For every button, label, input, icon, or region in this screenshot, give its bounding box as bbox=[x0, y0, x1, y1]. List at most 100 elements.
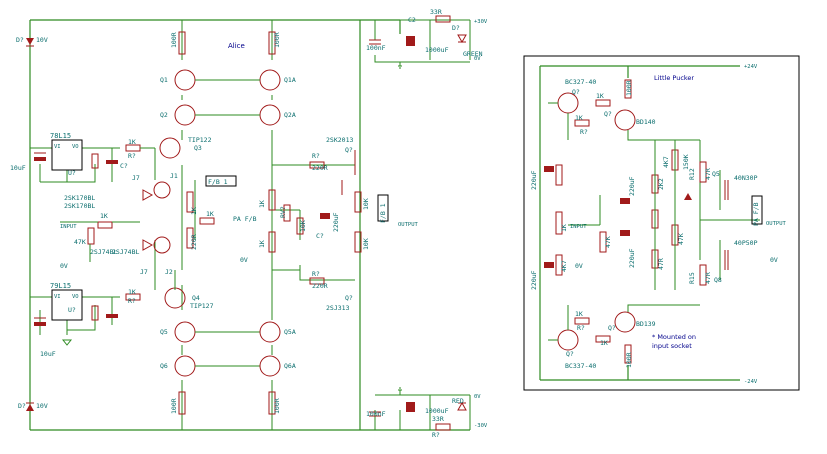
q5-ref: Q5 bbox=[160, 328, 168, 336]
q8-pucker-ref: Q8 bbox=[714, 276, 722, 284]
jfet-top-val2: 2SK170BL bbox=[64, 202, 95, 210]
q-gate-top-ref: Q? bbox=[345, 146, 353, 154]
r-4k7-mid-val: 4K7 bbox=[662, 156, 670, 168]
q7-top-ref: Q? bbox=[572, 88, 580, 96]
r-2k2-val: 2K2 bbox=[657, 178, 665, 190]
q-top-ref: Q? bbox=[604, 110, 612, 118]
q5-pucker-val: 40N30P bbox=[734, 174, 758, 182]
j7-top-ref: J7 bbox=[132, 174, 140, 182]
r-10k-val: 10K bbox=[362, 198, 370, 210]
rail-gnd-b: 0V bbox=[474, 394, 481, 400]
pucker-top-stage: BC327-40 Q? 1K 1K R? Q? BD140 100R bbox=[548, 78, 701, 190]
c-mid-val: 220uF bbox=[628, 176, 636, 196]
r-150k-val: 150K bbox=[682, 154, 690, 170]
r15-val: 47R bbox=[704, 272, 712, 284]
reg-bot-c-val: 10uF bbox=[40, 350, 56, 358]
alice-jfet-section: F/B 1 J7 J1 J7 J2 2SK170BL 2SK170BL 2SJ7… bbox=[60, 147, 257, 290]
rv-val: 10K bbox=[299, 220, 307, 232]
r-mid-val: 1K bbox=[190, 207, 198, 215]
r12-val: 47R bbox=[704, 168, 712, 180]
r-q1a-val: 100R bbox=[273, 32, 281, 48]
r-q6-val: 100R bbox=[170, 398, 178, 414]
rail-neg: -30V bbox=[474, 423, 488, 429]
pucker-rail-pos: +24V bbox=[744, 64, 758, 70]
r-g-bot-ref: R? bbox=[312, 270, 320, 278]
bottom-supply: 100nF 1000uF 33R R? RED -30V 0V bbox=[366, 387, 488, 439]
c-mid2-val: 220uF bbox=[628, 248, 636, 268]
reg-bot-vi: VI bbox=[54, 294, 61, 300]
pucker-rail-neg: -24V bbox=[744, 379, 758, 385]
reg-bot-r-ref: R? bbox=[128, 297, 136, 305]
bot-c1-val: 100nF bbox=[366, 410, 386, 418]
rail-pos: +30V bbox=[474, 19, 488, 25]
reg-bot-r-val: 1K bbox=[128, 288, 136, 296]
top-pair-right: 100R Q1A Q2A bbox=[195, 20, 355, 166]
r-q6a-val: 100R bbox=[273, 398, 281, 414]
alice-gate-drive: 1K 1K RV? 10K 220uF C? 10K 10K R? 220R R… bbox=[258, 136, 419, 312]
r-pa-val: 1K bbox=[206, 210, 214, 218]
pucker-input-label: INPUT bbox=[570, 224, 587, 230]
q7-bot-ref: Q? bbox=[566, 350, 574, 358]
q1-ref: Q1 bbox=[160, 76, 168, 84]
r-1k-left-val: 1K bbox=[258, 200, 266, 208]
reg-bot-name: 79L15 bbox=[50, 282, 71, 290]
pucker-gnd2: 0V bbox=[770, 256, 778, 264]
zener-bot: D? 10V bbox=[18, 402, 48, 411]
q2a-ref: Q2A bbox=[284, 111, 296, 119]
r-10k2-val: 10K bbox=[362, 238, 370, 250]
top-supply: 100nF C2 1000uF 33R D? GREEN +30V 0V bbox=[366, 8, 488, 69]
note-line1: * Mounted on bbox=[652, 333, 696, 341]
reg-top-vo: VO bbox=[72, 144, 79, 150]
pucker-middle: 220uF 220uF 4K7 150K 2K2 47K 47R bbox=[620, 140, 701, 290]
q7-bot-val: BC337-40 bbox=[565, 362, 596, 370]
q4-val: TIP127 bbox=[190, 302, 214, 310]
rv-pucker-val: 47K bbox=[677, 233, 685, 245]
r-4k7-val: 4K7 bbox=[560, 260, 568, 272]
q-bot-ref: Q? bbox=[608, 324, 616, 332]
rv-ref: RV? bbox=[279, 206, 287, 218]
bot-r-ref: R? bbox=[432, 431, 440, 439]
output-label: OUTPUT bbox=[398, 222, 419, 228]
pucker-title: Little Pucker bbox=[654, 74, 694, 82]
r12-ref: R12 bbox=[688, 168, 696, 180]
pucker-output-stage: R12 47R R15 47R Q5 40N30P 40P50P Q8 PA F… bbox=[688, 161, 787, 286]
fb-label2: F/B 1 bbox=[379, 203, 387, 223]
reg-79l15: 79L15 VI VO U? 10uF 1K R? bbox=[30, 282, 141, 358]
pa-label: PA F/B bbox=[233, 215, 257, 223]
reg-top-r-val: 1K bbox=[128, 138, 136, 146]
q-gate-bot-ref: Q? bbox=[345, 294, 353, 302]
r-g-bot-val: 220R bbox=[312, 282, 328, 290]
jfet-top-val: 2SK170BL bbox=[64, 194, 95, 202]
bottom-pair-right: Q5A Q6A 100R bbox=[195, 285, 296, 430]
pucker-output-label: OUTPUT bbox=[766, 221, 787, 227]
r-q1-val: 100R bbox=[170, 32, 178, 48]
top-pair-left: 100R Q1 Q2 TIP122 Q3 bbox=[159, 20, 212, 190]
r-bot-val: 1K bbox=[575, 310, 583, 318]
q3-val: TIP122 bbox=[188, 136, 212, 144]
q7-top-val: BC327-40 bbox=[565, 78, 596, 86]
q6-ref: Q6 bbox=[160, 362, 168, 370]
top-c1-val: 100nF bbox=[366, 44, 386, 52]
r-47-bot-val: 47R bbox=[657, 258, 665, 270]
r-bot-ref: R? bbox=[577, 324, 585, 332]
q4-ref: Q4 bbox=[192, 294, 200, 302]
r-j-val: 220R bbox=[190, 234, 198, 250]
r-g-top-val: 220R bbox=[312, 164, 328, 172]
input-label: INPUT bbox=[60, 224, 77, 230]
fb-label: F/B 1 bbox=[208, 178, 228, 186]
r-bot2-val: 1K bbox=[600, 339, 608, 347]
c-top-val: 220uF bbox=[530, 170, 538, 190]
c-bot-val: 220uF bbox=[530, 270, 538, 290]
r-load-top-val: 100R bbox=[625, 80, 633, 96]
cap-mid-val: 220uF bbox=[332, 212, 340, 232]
bd140: BD140 bbox=[636, 118, 656, 126]
reg-top-ref: U? bbox=[68, 169, 76, 177]
q-gate-top-val: 2SK2013 bbox=[326, 136, 353, 144]
zener-top-ref: D? bbox=[16, 36, 24, 44]
gnd-mid: 0V bbox=[240, 256, 248, 264]
zener-top-val: 10V bbox=[36, 36, 48, 44]
reg-78l15: 78L15 VI VO U? 10uF 1K R? C? bbox=[10, 132, 141, 183]
pucker-gnd: 0V bbox=[575, 262, 583, 270]
q-gate-bot-val: 2SJ313 bbox=[326, 304, 350, 312]
